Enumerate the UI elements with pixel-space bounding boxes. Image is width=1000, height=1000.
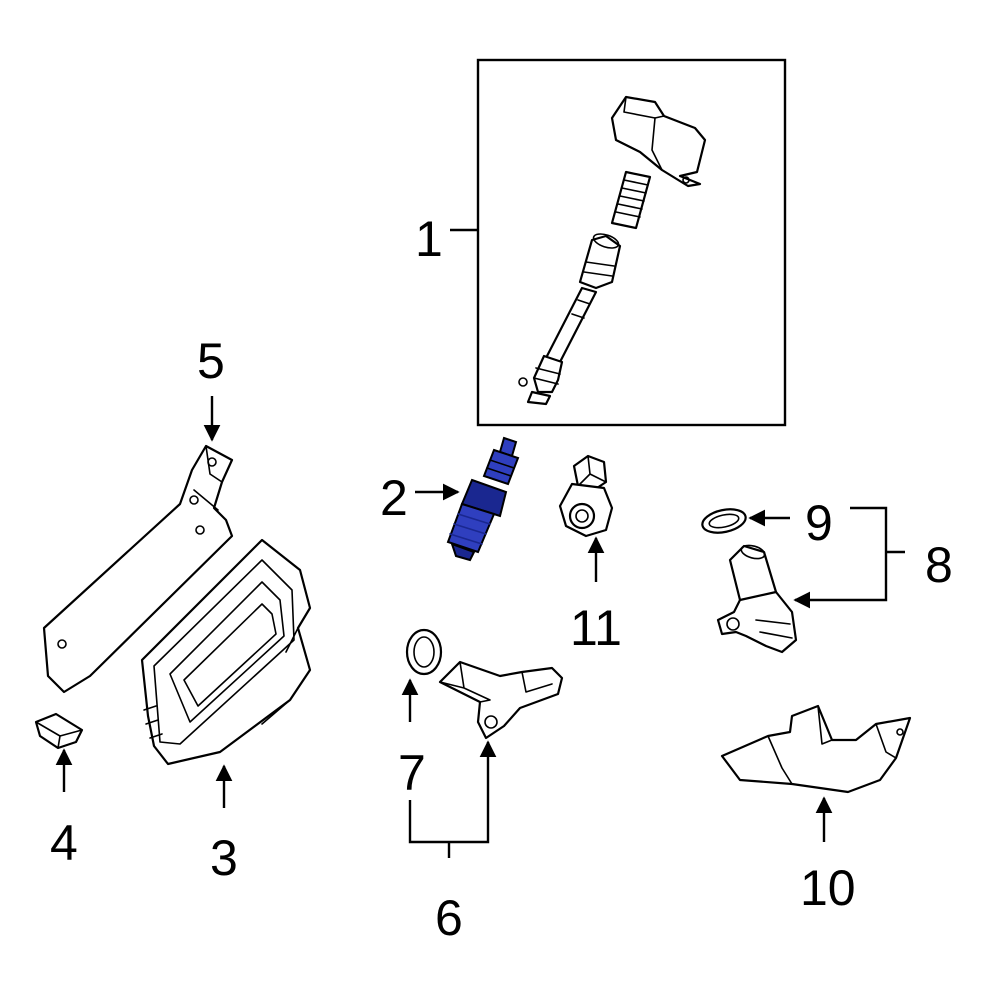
callout-8: 8	[925, 537, 953, 593]
ignition-coil-spring	[610, 170, 652, 230]
o-ring-7-group[interactable]: 7	[398, 628, 443, 801]
spark-plug-group[interactable]: 2	[380, 436, 520, 562]
clip	[34, 712, 84, 750]
callout-7: 7	[398, 745, 426, 801]
callout-1: 1	[415, 211, 443, 267]
o-ring-9	[701, 508, 747, 534]
clip-group[interactable]: 4	[34, 712, 84, 871]
callout-6: 6	[435, 890, 463, 946]
callout-2: 2	[380, 470, 408, 526]
spark-plug	[446, 436, 520, 562]
ignition-coil-box	[476, 58, 787, 427]
camshaft-sensor-group[interactable]: 8	[716, 506, 953, 654]
crankshaft-sensor-group[interactable]: 6	[408, 660, 564, 946]
callout-10: 10	[800, 860, 856, 916]
camshaft-sensor	[716, 544, 798, 654]
o-ring-7	[405, 628, 443, 676]
ignition-coil-head	[610, 95, 707, 188]
bracket-group[interactable]: 5	[42, 333, 234, 694]
o-ring-9-group[interactable]: 9	[700, 495, 833, 551]
ignition-coil-boot	[518, 233, 622, 406]
knock-sensor	[558, 454, 614, 538]
ecm-group[interactable]: 3	[140, 538, 312, 886]
callout-5: 5	[197, 333, 225, 389]
spark-plug-thread	[446, 502, 496, 554]
bracket	[42, 444, 234, 694]
callout-11: 11	[570, 600, 622, 656]
ignition-coil-group[interactable]: 1	[415, 58, 787, 427]
callout-3: 3	[210, 830, 238, 886]
engine-control-module	[140, 538, 312, 766]
shield-group[interactable]: 10	[720, 704, 912, 916]
callout-9: 9	[805, 495, 833, 551]
callout-4: 4	[50, 815, 78, 871]
shield	[720, 704, 912, 794]
crankshaft-sensor	[438, 660, 564, 740]
knock-sensor-group[interactable]: 11	[558, 454, 622, 656]
